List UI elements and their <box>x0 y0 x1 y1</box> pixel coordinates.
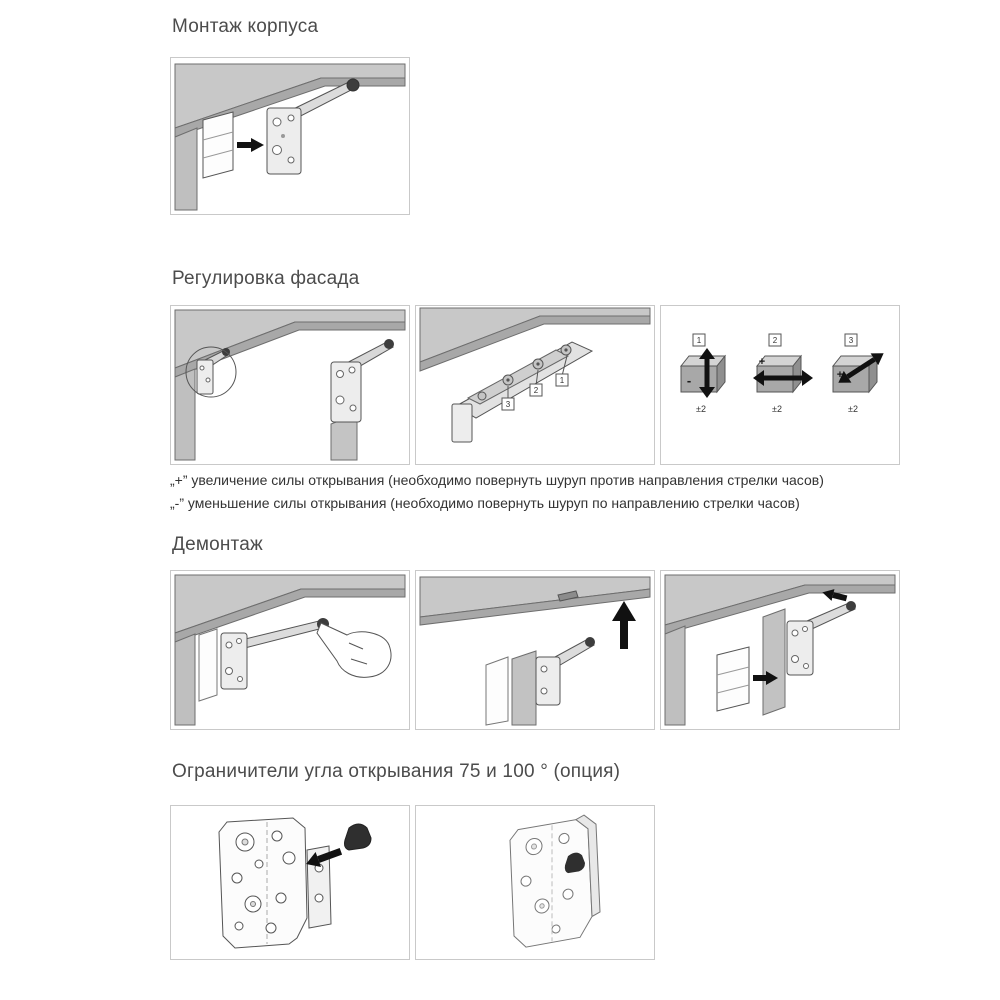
adjustment-note-minus: „-” уменьшение силы открывания (необходи… <box>170 495 800 511</box>
hand-icon <box>316 622 392 678</box>
adjust-box-1-num: 1 <box>697 336 702 345</box>
adjust-box-1-sign: - <box>687 373 691 388</box>
lift-mechanism <box>786 601 856 676</box>
callout-2-label: 2 <box>534 386 539 395</box>
lift-mechanism <box>220 618 329 690</box>
section-title-limiters: Ограничители угла открывания 75 и 100 ° … <box>172 761 621 782</box>
cabinet-corner <box>174 309 406 461</box>
dismantle-cover-illustration <box>664 574 896 726</box>
double-arrow-vertical-icon <box>699 348 715 398</box>
dismantle-press-illustration <box>174 574 406 726</box>
cabinet-corner <box>174 574 406 726</box>
adjustment-note-plus: „+” увеличение силы открывания (необходи… <box>170 472 824 488</box>
adjust-box-2-tolerance: ±2 <box>772 404 782 414</box>
adjustment-closeup-illustration: 1 2 3 <box>419 307 651 443</box>
adjust-box-3-tolerance: ±2 <box>848 404 858 414</box>
panel-adjustment-overview <box>170 305 410 465</box>
arrow-right-icon <box>753 671 778 685</box>
arrow-right-icon <box>237 138 264 152</box>
adjust-box-3-num: 3 <box>849 336 854 345</box>
adjust-box-2-num: 2 <box>773 336 778 345</box>
adjust-box-1: 1 - ±2 <box>679 333 727 414</box>
panel-limiter-insert <box>170 805 410 960</box>
adjust-box-3: 3 + ±2 <box>831 333 884 414</box>
adjust-box-2-sign: + <box>759 356 765 368</box>
double-arrow-horizontal-icon <box>753 370 813 386</box>
callout-1-label: 1 <box>560 376 565 385</box>
panel-dismantle-cover <box>660 570 900 730</box>
panel-adjustment-closeup: 1 2 3 <box>415 305 655 465</box>
limiter-insert-illustration <box>218 817 372 949</box>
mechanism-closeup <box>451 341 594 443</box>
arrow-up-icon <box>612 601 636 649</box>
panel-adjustment-directions: 1 - ±2 2 + ±2 <box>660 305 900 465</box>
limiter-installed-illustration <box>509 814 601 948</box>
adjust-box-1-tolerance: ±2 <box>696 404 706 414</box>
cabinet-corner <box>174 63 406 211</box>
left-mechanism <box>196 348 230 395</box>
callout-2: 2 <box>529 369 543 397</box>
adjust-box-2: 2 + ±2 <box>753 333 813 414</box>
section-title-mounting: Монтаж корпуса <box>172 16 319 37</box>
dismantle-lift-illustration <box>419 576 651 726</box>
double-arrow-diagonal-icon <box>838 353 884 383</box>
detached-top-panel <box>419 576 651 626</box>
right-mechanism <box>330 339 394 423</box>
mounting-illustration <box>174 63 406 211</box>
cabinet-body <box>485 650 537 726</box>
arrow-left-icon <box>822 589 848 602</box>
section-title-adjustment: Регулировка фасада <box>172 268 360 289</box>
panel-mounting <box>170 57 410 215</box>
lift-mechanism <box>266 78 360 175</box>
adjustment-directions-illustration: 1 - ±2 2 + ±2 <box>679 333 884 414</box>
section-title-dismantling: Демонтаж <box>172 534 263 555</box>
panel-dismantle-lift <box>415 570 655 730</box>
panel-limiter-installed <box>415 805 655 960</box>
lift-mechanism <box>535 637 595 706</box>
adjust-box-3-sign: + <box>837 369 843 381</box>
zoom-circle <box>185 346 237 398</box>
mechanism-side-plate <box>218 817 332 949</box>
angle-limiter-part <box>344 823 372 851</box>
callout-3: 3 <box>501 386 515 411</box>
mechanism-iso-view <box>509 814 601 948</box>
cover-cap <box>202 111 234 179</box>
arrow-left-icon <box>306 848 343 868</box>
callout-3-label: 3 <box>506 400 511 409</box>
cabinet-corner <box>664 574 896 726</box>
angle-limiter-installed <box>564 852 585 874</box>
cover-cap <box>716 646 750 712</box>
adjustment-overview-illustration <box>174 309 406 461</box>
panel-dismantle-press <box>170 570 410 730</box>
cabinet-top <box>419 307 651 372</box>
callout-1: 1 <box>555 355 569 387</box>
